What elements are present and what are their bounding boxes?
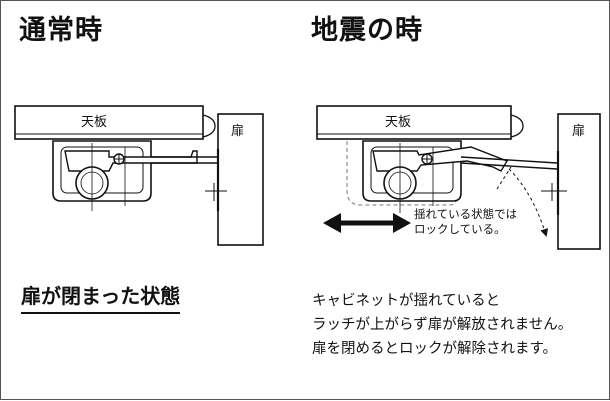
callout-line-2: ロックしている。 [414,222,506,236]
door-label-earthquake: 扉 [572,123,585,139]
explanation-line-1: キャビネットが揺れていると [312,293,501,309]
callout-line-1: 揺れている状態では [414,207,517,221]
door-normal [217,113,264,246]
tabletop-label-normal: 天板 [81,115,107,130]
tabletop-label-earthquake: 天板 [385,115,411,130]
heading-earthquake: 地震の時 [311,15,423,46]
shaking-arrow-left-head [323,213,341,233]
state-title: 扉が閉まった状態 [21,283,181,314]
explanation-line-2: ラッチが上がらず扉が解放されません。 [312,317,573,333]
explanation-text: キャビネットが揺れていると ラッチが上がらず扉が解放されません。 扉を閉めるとロ… [312,289,572,361]
shaking-arrow-right-head [393,213,411,233]
callout-leader [508,168,549,237]
normal-state-diagram: 天板 扉 [14,105,264,246]
heading-normal: 通常時 [19,15,103,46]
earthquake-state-diagram: 天板 扉 [316,105,601,250]
door-label-normal: 扉 [231,123,244,139]
door-earthquake [557,113,601,250]
explanation-line-3: 扉を閉めるとロックが解除されます。 [312,341,558,357]
